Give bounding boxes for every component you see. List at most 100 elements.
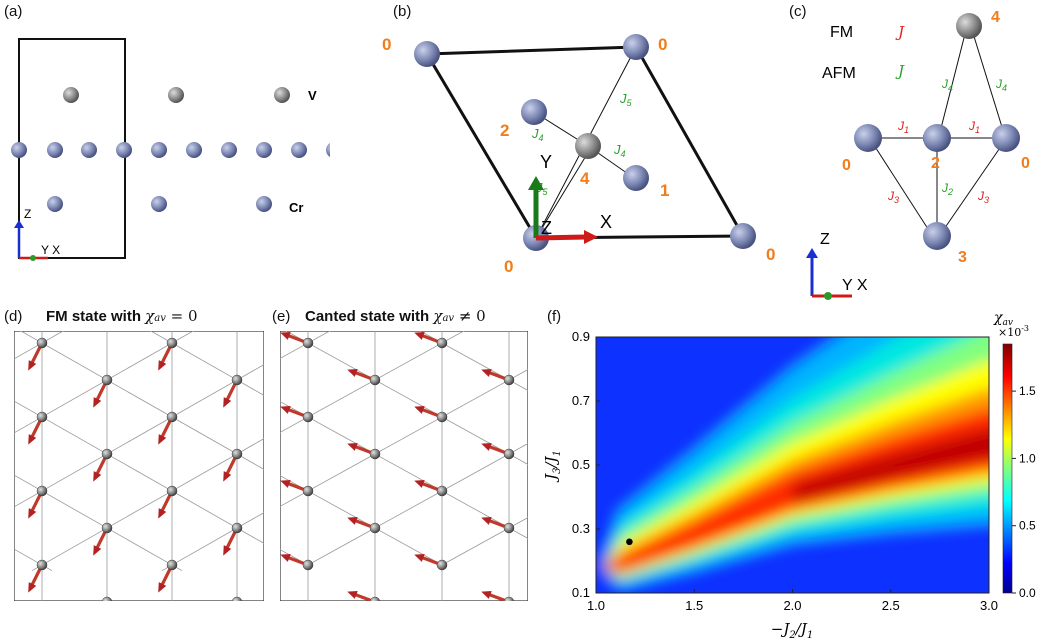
site-label-4-c: 4 (991, 9, 1000, 26)
site-label-1: 1 (660, 181, 669, 200)
axis-label-x-b: X (600, 212, 612, 232)
spin-site (93, 522, 113, 556)
y-tick-label: 0.1 (572, 585, 590, 600)
atom-label-cr-lower: Cr (289, 200, 303, 215)
coupling-j5-b1: J5 (619, 91, 633, 108)
coupling-j4-b1: J4 (531, 126, 544, 143)
spin-site (93, 448, 113, 482)
y-tick-label: 0.5 (572, 457, 590, 472)
panel-f-heatmap: 1.0 1.5 2.0 2.5 3.0 0.1 0.3 0.5 0.7 0.9 −J2/J1 J3… (542, 310, 1036, 641)
legend-fm-j: J (895, 23, 905, 41)
site-label-0-c-right: 0 (1021, 155, 1030, 172)
site-label-0-c-left: 0 (842, 157, 851, 174)
x-tick-label: 1.5 (685, 598, 703, 613)
coupling-j2-c: J2 (941, 181, 953, 197)
site-label-0-bl: 0 (504, 257, 513, 276)
site-label-4: 4 (580, 169, 590, 188)
axis-label-yx-a: Y X (41, 243, 60, 257)
colorbar-tick-label: 0.5 (1019, 519, 1036, 533)
heatmap-ylabel: J3/J1 (542, 450, 563, 483)
spin-site (28, 411, 48, 445)
coupling-j4-b2: J4 (613, 142, 626, 159)
spin-site (414, 480, 448, 497)
atom-label-v: V (308, 88, 317, 103)
axis-label-z-c: Z (820, 231, 830, 248)
site-label-0-tl: 0 (382, 35, 391, 54)
spin-site (481, 591, 515, 601)
legend-afm: AFM (822, 65, 856, 82)
panel-c-structure: FM J AFM J 4 0 2 0 3 J4 J4 J1 J1 J2 J3 J… (806, 9, 1030, 300)
coupling-j3-c-right: J3 (977, 189, 989, 205)
spin-site (280, 480, 314, 497)
y-tick-label: 0.9 (572, 329, 590, 344)
spin-site (158, 485, 178, 519)
panel-f-label: (f) (547, 308, 562, 325)
heatmap-xlabel: −J2/J1 (771, 620, 813, 641)
spin-site (481, 369, 515, 386)
legend-afm-j: J (895, 62, 905, 80)
coupling-j1-c-right: J1 (968, 119, 980, 135)
site-label-0-br: 0 (766, 245, 775, 264)
panel-d-label: (d) (4, 308, 23, 325)
spin-site (347, 517, 381, 534)
site-label-2: 2 (500, 121, 509, 140)
axis-label-z-a: Z (24, 207, 31, 221)
axes-triad-a: Z Y X (14, 207, 60, 261)
spin-site (28, 559, 48, 593)
spin-site (414, 332, 448, 349)
axis-label-y-b: Y (540, 152, 552, 172)
panel-b-structure: 0 0 0 0 2 4 1 J4 J4 J5 J5 Y Z X (382, 34, 775, 276)
site-label-0-tr: 0 (658, 35, 667, 54)
site-label-2-c: 2 (931, 155, 940, 172)
x-tick-label: 2.0 (783, 598, 801, 613)
spin-site (347, 443, 381, 460)
coupling-j1-c-left: J1 (897, 119, 909, 135)
spin-site (414, 554, 448, 571)
spin-site (414, 406, 448, 423)
panel-e-spin-lattice (280, 331, 528, 601)
coupling-j3-c-left: J3 (887, 189, 899, 205)
y-tick-label: 0.7 (572, 393, 590, 408)
spin-site (481, 517, 515, 534)
spin-site (223, 522, 243, 556)
coupling-j4-c-right: J4 (995, 77, 1007, 93)
axis-label-z-b: Z (541, 218, 552, 238)
spin-site (158, 411, 178, 445)
legend-fm: FM (830, 24, 853, 41)
spin-site (280, 332, 314, 349)
panel-c-label: (c) (789, 3, 807, 20)
x-tick-label: 2.5 (882, 598, 900, 613)
cr-atoms-row-lower (47, 196, 272, 212)
spin-site (347, 369, 381, 386)
spin-site (93, 374, 113, 408)
panel-e-label: (e) (272, 308, 291, 325)
spin-site (231, 596, 243, 601)
panel-e-title: Canted state with χav ≠ 0 (305, 307, 486, 325)
axes-triad-b: Y Z X (528, 152, 612, 244)
spin-site (158, 559, 178, 593)
panel-d-title: FM state with χav = 0 (46, 307, 198, 325)
colorbar-tick-label: 0.0 (1019, 586, 1036, 600)
axes-triad-c: Z Y X (806, 231, 868, 300)
spin-site (158, 337, 178, 371)
axis-label-yx-c: Y X (842, 277, 868, 294)
v-atoms-row (63, 87, 290, 103)
spin-site (280, 554, 314, 571)
spin-site (481, 443, 515, 460)
spin-site (28, 337, 48, 371)
coupling-j4-c-left: J4 (941, 77, 953, 93)
spin-site (223, 448, 243, 482)
x-tick-label: 1.0 (587, 598, 605, 613)
x-tick-label: 3.0 (980, 598, 998, 613)
spin-site (223, 374, 243, 408)
heatmap-marker-point (626, 538, 633, 546)
spin-site (280, 406, 314, 423)
panel-b-label: (b) (393, 3, 412, 20)
cr-atoms-row (11, 142, 330, 158)
colorbar-tick-label: 1.0 (1019, 451, 1036, 465)
spin-site (347, 591, 381, 601)
site-label-3-c: 3 (958, 249, 967, 266)
colorbar (1002, 343, 1013, 594)
spin-site (101, 596, 113, 601)
y-tick-label: 0.3 (572, 521, 590, 536)
